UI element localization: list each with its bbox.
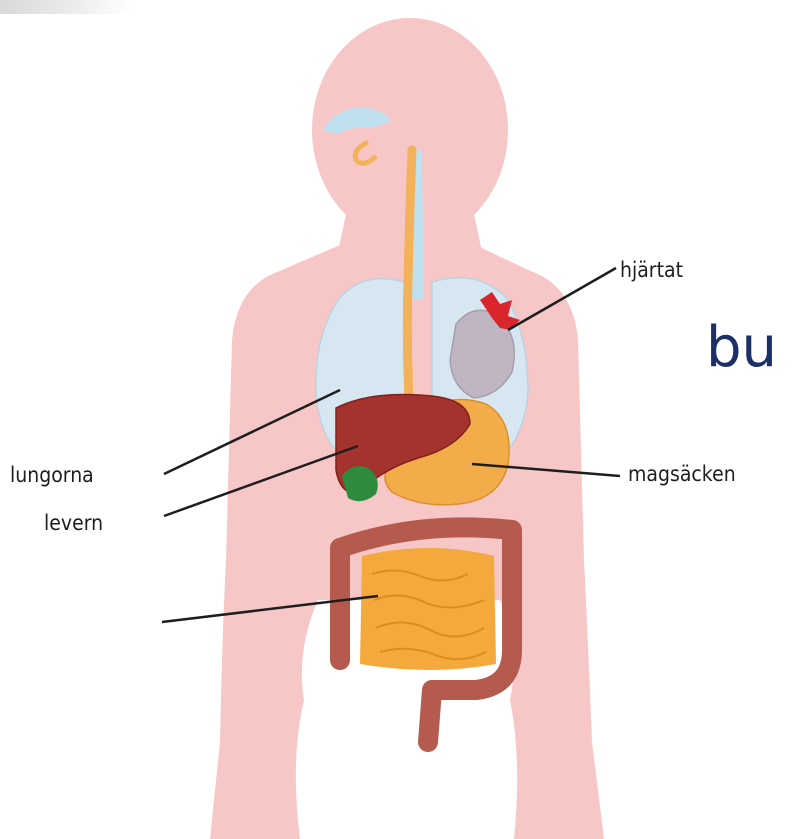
small-intestine: [360, 548, 496, 670]
label-stomach: magsäcken: [628, 462, 736, 486]
esophagus: [407, 150, 412, 420]
label-lungs: lungorna: [10, 463, 94, 487]
label-heart: hjärtat: [620, 258, 683, 282]
label-liver: levern: [44, 511, 103, 535]
large-text-fragment: bu: [706, 316, 777, 380]
